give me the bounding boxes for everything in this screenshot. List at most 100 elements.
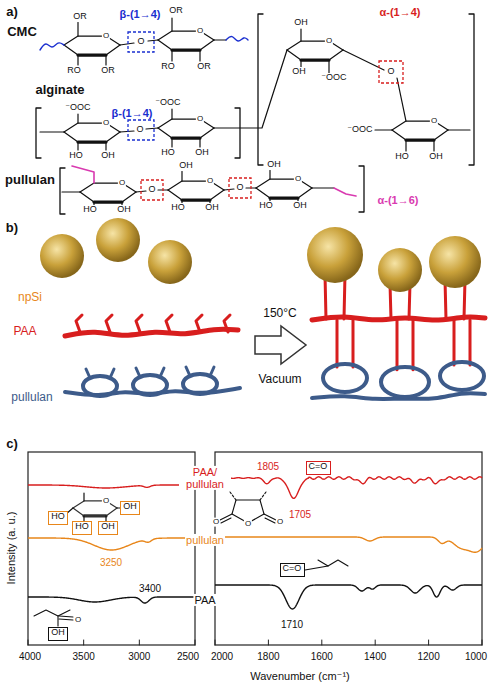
crosslink (336, 320, 339, 367)
bond-highlight-box: OH (98, 521, 118, 535)
paa-binding-link (389, 287, 393, 319)
ftir-spectrum (215, 585, 482, 609)
peak-label: 1710 (280, 619, 304, 630)
paa-chain (65, 329, 238, 336)
atom-label: ⁻OOC (64, 103, 91, 113)
pullulan-branch (136, 368, 140, 377)
group-label: OH (99, 522, 117, 532)
atom-label: OH (100, 151, 116, 161)
paa-backbone (34, 610, 70, 616)
sugar-ring (122, 192, 136, 202)
sugar-ring (158, 31, 214, 40)
bond-line (328, 60, 329, 73)
repeat-bracket (258, 14, 263, 165)
atom-label: OR (168, 6, 184, 16)
sugar-ring (64, 132, 78, 142)
axis-tick (428, 640, 429, 645)
panel-letter: a) (5, 5, 19, 19)
bond-line (59, 616, 73, 617)
sugar-ring (406, 138, 434, 141)
sugar-ring (106, 508, 117, 516)
paa-binding-link (463, 283, 467, 319)
bond-line (171, 138, 172, 147)
process-condition: 150°C (262, 307, 298, 320)
group-label: OH (49, 628, 67, 638)
atom-label: O (136, 37, 145, 47)
atom-label: OH (204, 203, 220, 213)
linkage-box (379, 61, 403, 83)
plot-frame (28, 452, 195, 645)
polymer-name: CMC (6, 25, 38, 39)
atom-label: O (147, 185, 156, 195)
sugar-ring (298, 188, 312, 198)
tick-label: 2000 (210, 651, 234, 662)
bond-line (397, 78, 406, 121)
atom-label: OH (293, 18, 309, 28)
bond-line (448, 129, 470, 130)
sugar-ring (392, 121, 448, 130)
tick-label: 1600 (310, 651, 334, 662)
group-label: C=O (281, 564, 304, 574)
group-label: OH (121, 502, 139, 512)
paa-binding-link (444, 283, 448, 319)
chain-end (40, 43, 64, 50)
bond-line (214, 39, 226, 40)
group-label: HO (49, 512, 67, 522)
tick-label: 3500 (72, 651, 96, 662)
bond-line (171, 50, 172, 61)
bond-line (77, 22, 78, 36)
axis-title: Wavenumber (cm⁻¹) (249, 670, 351, 682)
atom-label: HO (82, 205, 98, 215)
sugar-ring (172, 48, 200, 51)
paa-branch (196, 315, 202, 332)
atom-label: O (102, 32, 110, 41)
atom-label: RO (66, 66, 82, 76)
bond-line (220, 514, 232, 520)
atom-label: O (102, 497, 110, 506)
bond-line (146, 128, 158, 129)
chain-end (226, 37, 248, 41)
axis-tick (482, 640, 483, 645)
sugar-ring (301, 58, 329, 61)
sugar-ring (78, 53, 106, 56)
silicon-particle (429, 236, 481, 288)
paa-branch (136, 315, 142, 332)
crosslink (453, 320, 456, 365)
group-label: C=O (307, 462, 330, 472)
paa-branch (106, 315, 112, 332)
sugar-ring (287, 41, 343, 50)
bond-highlight-box: C=O (306, 461, 331, 475)
atom-label: ⁻OOC (346, 125, 373, 135)
peak-label: 3250 (99, 557, 123, 568)
bond-line (83, 493, 84, 501)
paa-branch (224, 315, 230, 332)
atom-label: OH (266, 160, 282, 170)
tick-label: 2500 (176, 651, 200, 662)
pullulan-ring (381, 367, 429, 397)
atom-label: O (118, 179, 126, 188)
atom-label: OH (194, 148, 210, 158)
ftir-spectrum (28, 597, 195, 603)
panel-letter: b) (5, 221, 19, 235)
bond-line (264, 514, 276, 520)
atom-label: HO (68, 151, 84, 161)
sugar-ring (73, 508, 84, 516)
atom-label: O (196, 27, 204, 36)
bond-line (214, 50, 287, 128)
sugar-ring (168, 181, 224, 190)
tick-label: 1200 (416, 651, 440, 662)
sugar-ring (73, 501, 117, 508)
tick-label: 1400 (363, 651, 387, 662)
atom-label: O (386, 67, 395, 77)
sugar-ring (94, 200, 122, 203)
sugar-ring (158, 40, 172, 50)
sugar-ring (270, 196, 298, 199)
paa-binding-link (324, 279, 328, 319)
paa-branch (76, 315, 82, 332)
pullulan-branch (160, 368, 164, 377)
repeat-bracket (469, 14, 474, 165)
sugar-ring (64, 123, 120, 132)
tick-label: 3000 (127, 651, 151, 662)
atom-label: O (276, 518, 284, 527)
sugar-ring (200, 40, 214, 50)
